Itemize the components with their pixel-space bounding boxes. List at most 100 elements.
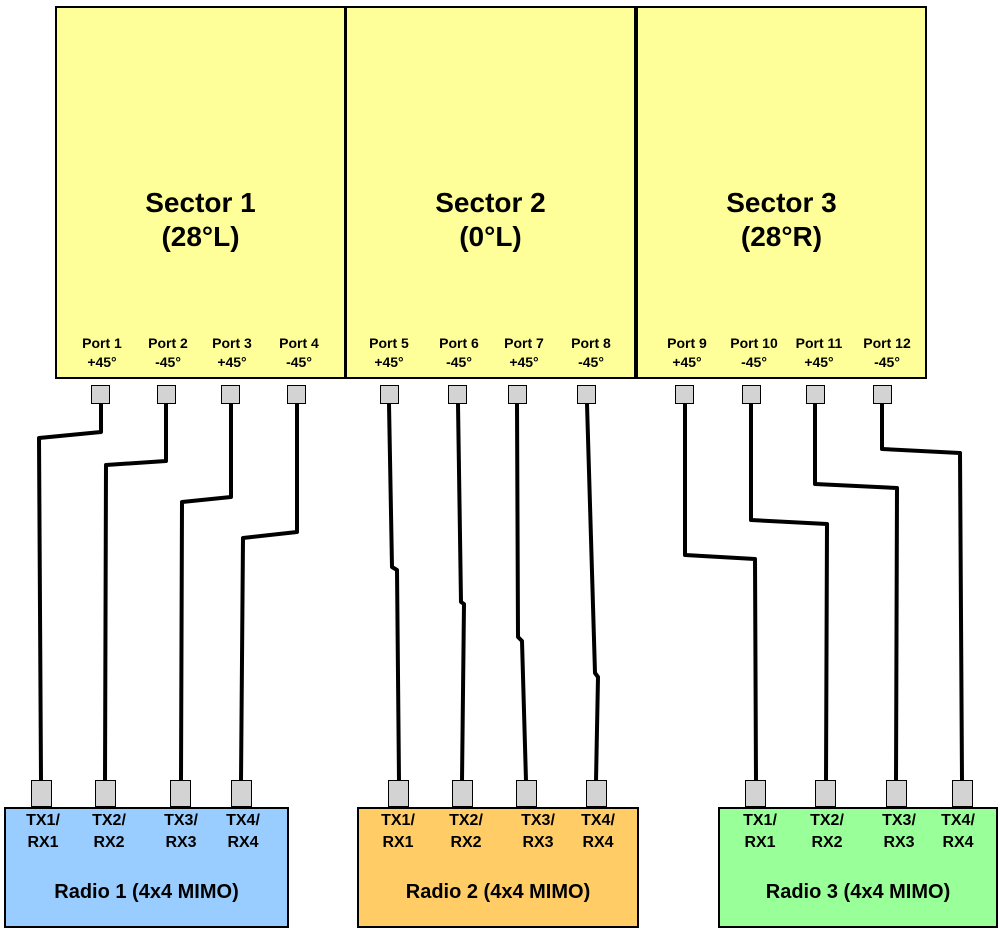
radio-1-port-3-tx: TX3/ bbox=[164, 812, 198, 829]
port-7-label: Port 7 +45° bbox=[489, 334, 559, 372]
radio-1-port-3-connector bbox=[170, 780, 191, 807]
port-1-connector bbox=[91, 385, 110, 404]
port-3-polarization: +45° bbox=[217, 354, 247, 370]
radio-3-port-3-connector bbox=[886, 780, 907, 807]
radio-3-port-3-rx: RX3 bbox=[883, 834, 915, 851]
radio-3-port-4-rx: RX4 bbox=[942, 834, 974, 851]
radio-1-port-2-rx: RX2 bbox=[93, 834, 125, 851]
radio-2-port-4-rx: RX4 bbox=[582, 834, 614, 851]
sector-3-title: Sector 3 (28°R) bbox=[638, 186, 925, 254]
port-4-connector bbox=[287, 385, 306, 404]
port-7-name: Port 7 bbox=[504, 335, 544, 351]
port-11-polarization: +45° bbox=[804, 354, 834, 370]
radio-2-port-2-tx: TX2/ bbox=[449, 812, 483, 829]
sector-2-tilt: (0°L) bbox=[459, 221, 522, 252]
port-6-polarization: -45° bbox=[446, 354, 472, 370]
port-4-name: Port 4 bbox=[279, 335, 319, 351]
port-9-name: Port 9 bbox=[667, 335, 707, 351]
port-10-polarization: -45° bbox=[741, 354, 767, 370]
sector-2-name: Sector 2 bbox=[435, 187, 546, 218]
port-5-name: Port 5 bbox=[369, 335, 409, 351]
radio-1-port-1-rx: RX1 bbox=[27, 834, 59, 851]
radio-3-port-3-label: TX3/RX3 bbox=[869, 810, 929, 854]
sector-1-name: Sector 1 bbox=[145, 187, 256, 218]
radio-3-port-1-tx: TX1/ bbox=[743, 812, 777, 829]
radio-1-port-4-label: TX4/RX4 bbox=[213, 810, 273, 854]
radio-1-panel: Radio 1 (4x4 MIMO) bbox=[4, 807, 289, 928]
radio-2-port-1-connector bbox=[388, 780, 409, 807]
cable-port-1 bbox=[37, 404, 103, 782]
radio-2-port-1-rx: RX1 bbox=[382, 834, 414, 851]
radio-2-port-3-connector bbox=[516, 780, 537, 807]
sector-1-tilt: (28°L) bbox=[161, 221, 240, 252]
port-5-connector bbox=[380, 385, 399, 404]
port-5-label: Port 5 +45° bbox=[354, 334, 424, 372]
port-7-connector bbox=[508, 385, 527, 404]
port-1-label: Port 1 +45° bbox=[67, 334, 137, 372]
sector-1-title: Sector 1 (28°L) bbox=[57, 186, 344, 254]
cable-port-6 bbox=[456, 403, 466, 782]
radio-2-port-3-label: TX3/RX3 bbox=[508, 810, 568, 854]
radio-1-port-3-label: TX3/RX3 bbox=[151, 810, 211, 854]
radio-2-port-3-rx: RX3 bbox=[522, 834, 554, 851]
radio-1-port-2-connector bbox=[95, 780, 116, 807]
radio-1-title: Radio 1 (4x4 MIMO) bbox=[54, 881, 239, 903]
port-8-connector bbox=[577, 385, 596, 404]
port-10-connector bbox=[742, 385, 761, 404]
port-2-connector bbox=[157, 385, 176, 404]
radio-2-port-1-tx: TX1/ bbox=[381, 812, 415, 829]
radio-2-port-2-rx: RX2 bbox=[450, 834, 482, 851]
port-9-connector bbox=[675, 385, 694, 404]
port-9-label: Port 9 +45° bbox=[652, 334, 722, 372]
radio-3-port-2-label: TX2/RX2 bbox=[797, 810, 857, 854]
radio-1-port-3-rx: RX3 bbox=[165, 834, 197, 851]
radio-3-port-2-rx: RX2 bbox=[811, 834, 843, 851]
port-12-connector bbox=[873, 385, 892, 404]
port-3-connector bbox=[221, 385, 240, 404]
radio-1-port-4-connector bbox=[231, 780, 252, 807]
port-8-label: Port 8 -45° bbox=[556, 334, 626, 372]
sector-3-tilt: (28°R) bbox=[740, 221, 823, 252]
radio-3-port-4-label: TX4/RX4 bbox=[928, 810, 988, 854]
radio-3-port-2-tx: TX2/ bbox=[810, 812, 844, 829]
radio-3-panel: Radio 3 (4x4 MIMO) bbox=[718, 807, 998, 928]
radio-2-port-4-label: TX4/RX4 bbox=[568, 810, 628, 854]
port-4-label: Port 4 -45° bbox=[264, 334, 334, 372]
port-12-polarization: -45° bbox=[874, 354, 900, 370]
port-9-polarization: +45° bbox=[672, 354, 702, 370]
radio-3-port-1-connector bbox=[745, 780, 766, 807]
radio-2-port-2-label: TX2/RX2 bbox=[436, 810, 496, 854]
radio-2-title: Radio 2 (4x4 MIMO) bbox=[405, 881, 591, 903]
radio-3-port-2-connector bbox=[815, 780, 836, 807]
radio-1-port-2-tx: TX2/ bbox=[92, 812, 126, 829]
port-3-label: Port 3 +45° bbox=[197, 334, 267, 372]
radio-1-port-4-rx: RX4 bbox=[227, 834, 259, 851]
radio-1-port-1-tx: TX1/ bbox=[26, 812, 60, 829]
radio-3-port-1-label: TX1/RX1 bbox=[730, 810, 790, 854]
port-12-label: Port 12 -45° bbox=[852, 334, 922, 372]
cable-port-5 bbox=[387, 403, 401, 782]
radio-1-port-2-label: TX2/RX2 bbox=[79, 810, 139, 854]
port-5-polarization: +45° bbox=[374, 354, 404, 370]
radio-2-panel: Radio 2 (4x4 MIMO) bbox=[357, 807, 639, 928]
sector-2-title: Sector 2 (0°L) bbox=[347, 186, 634, 254]
port-2-name: Port 2 bbox=[148, 335, 188, 351]
radio-3-title: Radio 3 (4x4 MIMO) bbox=[765, 881, 951, 903]
cable-port-2 bbox=[103, 404, 168, 782]
port-8-polarization: -45° bbox=[578, 354, 604, 370]
port-11-name: Port 11 bbox=[795, 335, 843, 351]
port-8-name: Port 8 bbox=[571, 335, 611, 351]
port-2-label: Port 2 -45° bbox=[133, 334, 203, 372]
cable-port-4 bbox=[239, 404, 299, 782]
port-2-polarization: -45° bbox=[155, 354, 181, 370]
port-1-name: Port 1 bbox=[82, 335, 122, 351]
sector-1-panel: Sector 1 (28°L) Port 1 +45° Port 2 -45° … bbox=[55, 6, 346, 379]
cable-port-3 bbox=[179, 404, 233, 782]
radio-3-port-4-tx: TX4/ bbox=[941, 812, 975, 829]
cable-port-12 bbox=[880, 404, 964, 782]
port-6-name: Port 6 bbox=[439, 335, 479, 351]
radio-2-port-4-connector bbox=[586, 780, 607, 807]
radio-2-port-2-connector bbox=[452, 780, 473, 807]
port-6-label: Port 6 -45° bbox=[424, 334, 494, 372]
